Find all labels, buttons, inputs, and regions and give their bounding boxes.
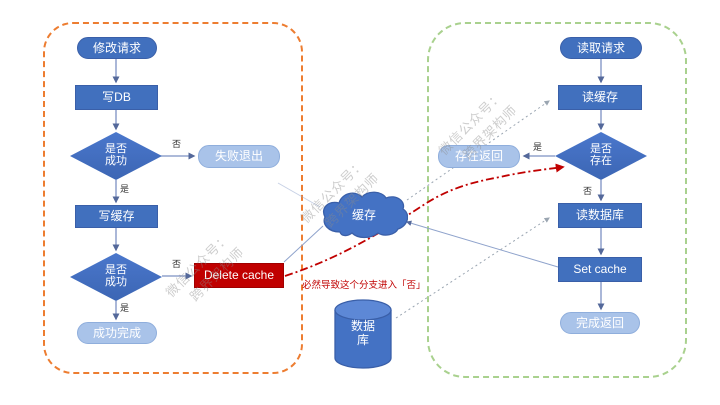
node-read-db: 读数据库	[558, 203, 642, 228]
edge-faint-to-cache	[277, 182, 321, 208]
node-fail-exit-label: 失败退出	[214, 149, 263, 164]
node-set-cache-label: Set cache	[573, 262, 627, 277]
edge-setcache-to-cache	[405, 220, 559, 268]
node-done-return-label: 完成返回	[575, 315, 624, 330]
cloud-icon	[323, 191, 409, 239]
label-yes-check1: 是	[120, 184, 130, 194]
node-read-request: 读取请求	[560, 37, 642, 59]
node-write-db: 写DB	[75, 85, 158, 110]
modify-flow-group-border	[43, 22, 303, 374]
database-cylinder-icon	[334, 299, 392, 369]
node-fail-exit: 失败退出	[198, 145, 280, 168]
node-exists-return: 存在返回	[438, 145, 520, 168]
node-delete-cache: Delete cache	[194, 263, 284, 288]
node-database-label: 数据库	[350, 319, 375, 347]
label-yes-checkexists: 是	[533, 142, 543, 152]
node-check-success-1-label: 是否成功	[105, 143, 127, 167]
node-database: 数据库	[333, 298, 393, 370]
node-check-exists-label: 是否存在	[590, 143, 612, 167]
node-read-cache: 读缓存	[558, 85, 642, 110]
node-read-db-label: 读数据库	[575, 208, 624, 223]
node-success-done-label: 成功完成	[92, 325, 141, 340]
node-done-return: 完成返回	[560, 312, 640, 334]
node-cache-cloud: 缓存	[320, 188, 409, 240]
annotation-forces-no-branch: 必然导致这个分支进入「否」	[302, 280, 426, 291]
node-write-cache: 写缓存	[75, 205, 158, 228]
node-read-request-label: 读取请求	[576, 40, 625, 55]
read-flow-group-border	[427, 22, 687, 378]
node-read-cache-label: 读缓存	[581, 90, 618, 105]
label-no-checkexists: 否	[583, 186, 593, 196]
node-set-cache: Set cache	[558, 257, 642, 282]
label-no-check1: 否	[172, 139, 182, 149]
edge-database-to-readdb-dotted	[395, 217, 550, 319]
node-success-done: 成功完成	[77, 322, 157, 344]
node-check-success-2-label: 是否成功	[105, 264, 127, 288]
edge-deletecache-to-cache	[283, 225, 324, 263]
node-delete-cache-label: Delete cache	[203, 268, 275, 283]
node-modify-request: 修改请求	[77, 37, 157, 59]
node-exists-return-label: 存在返回	[454, 149, 503, 164]
node-write-cache-label: 写缓存	[98, 209, 135, 224]
node-cache-cloud-label: 缓存	[351, 208, 376, 222]
edge-deletecache-forces-no-redline	[284, 163, 565, 277]
label-yes-check2: 是	[120, 303, 130, 313]
label-no-check2: 否	[172, 259, 182, 269]
node-modify-request-label: 修改请求	[92, 40, 141, 55]
node-write-db-label: 写DB	[102, 90, 131, 105]
